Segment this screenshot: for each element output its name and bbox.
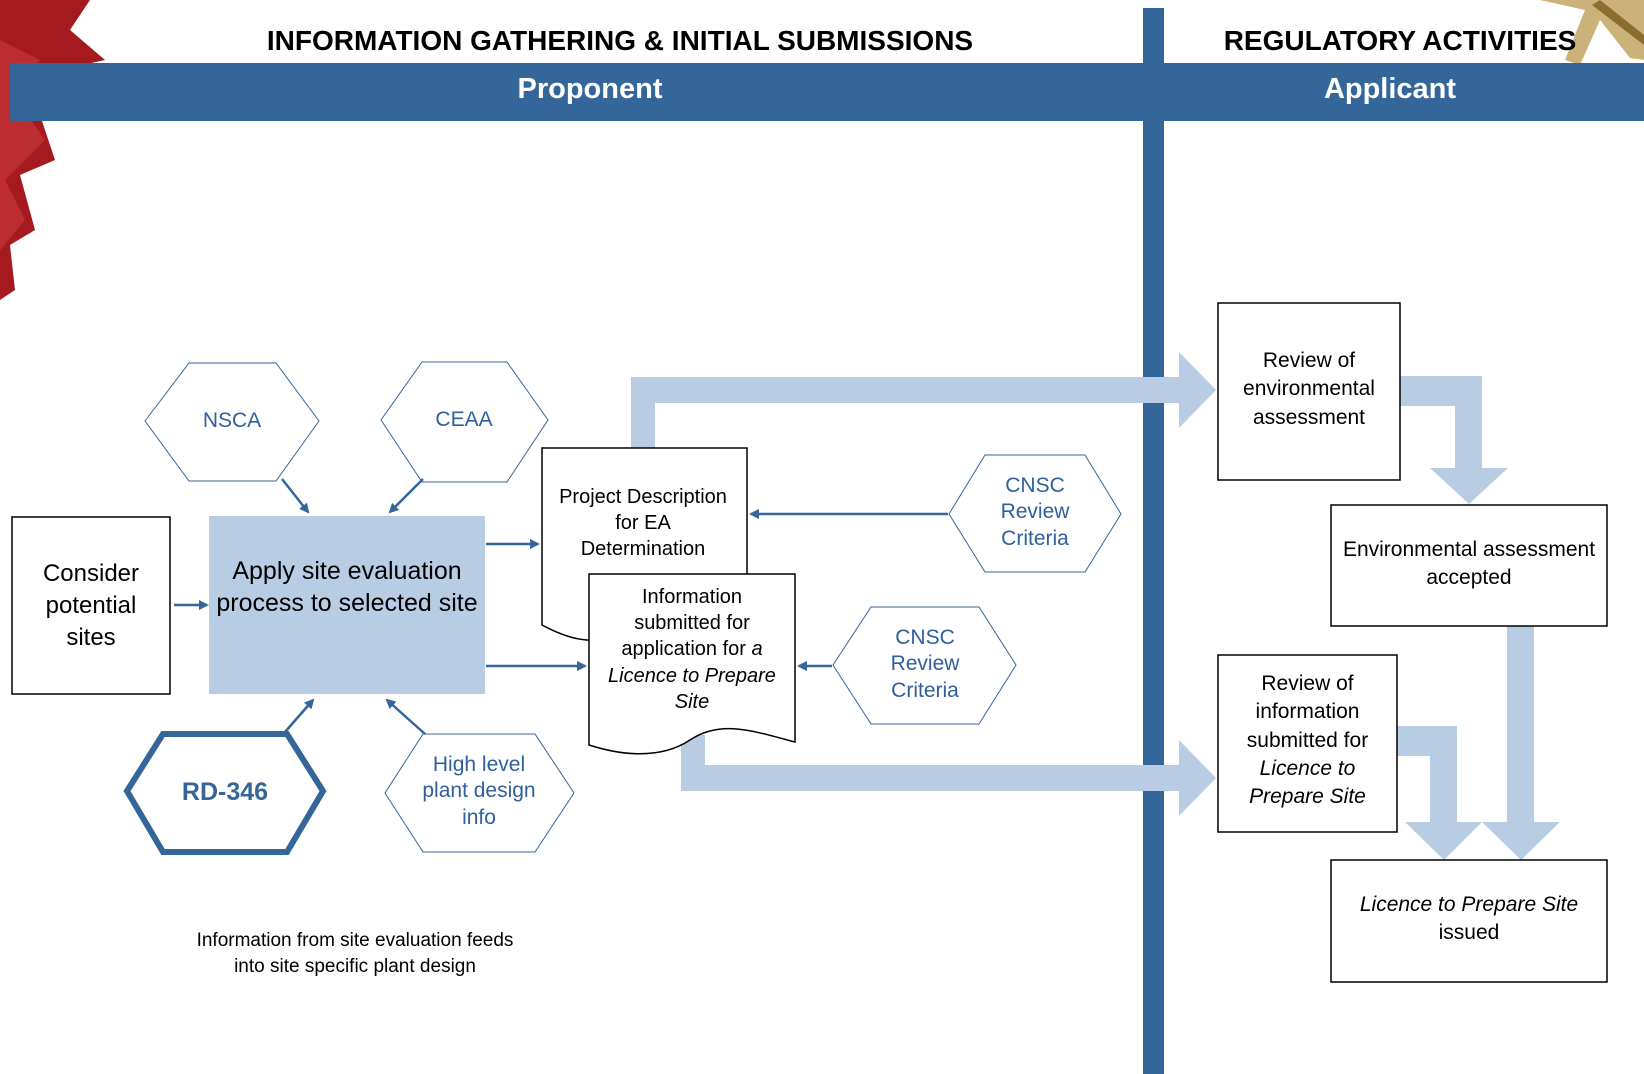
high-level-plant-hexagon [384,733,575,853]
ceaa-hexagon [380,361,549,483]
review-env-label: Review of environmental assessment [1243,349,1375,429]
role-right-label: Applicant [1323,73,1457,105]
apply-site-eval-label: Apply site evaluation process to selecte… [216,557,478,617]
consider-sites-label: Consider potential sites [42,560,140,651]
nsca-label: NSCA [202,409,262,432]
info-submitted-line1: Information submitted for application fo… [621,586,750,661]
role-left-label: Proponent [517,73,663,105]
cnsc-review-label-1: CNSC Review Criteria [1000,474,1070,550]
cnsc-review-hexagon-2 [832,606,1017,725]
flow-to-info-review [681,735,1216,816]
review-info-licence: Licence to Prepare Site [1249,757,1366,809]
ceaa-label: CEAA [435,408,493,431]
cnsc-review-hexagon-1 [948,454,1122,573]
info-submitted-document [588,573,796,755]
info-submitted-licence: Licence to Prepare Site [608,664,776,713]
env-accepted-box [1330,504,1608,627]
flow-env-review-to-accepted [1400,376,1508,504]
phase-left-title: INFORMATION GATHERING & INITIAL SUBMISSI… [266,25,974,56]
arrow-ceaa-to-apply [388,478,424,514]
info-submitted-a: a [751,638,763,661]
phase-right-title: REGULATORY ACTIVITIES [1223,25,1577,56]
review-info-box [1217,654,1398,833]
flow-to-env-review [631,352,1216,452]
licence-issued-status: issued [1438,921,1500,945]
review-info-line1: Review of information submitted for [1246,672,1369,752]
arrow-plant-to-apply [385,698,426,735]
arrow-rd346-to-apply [284,698,315,733]
phase-divider [1143,8,1164,1074]
env-accepted-label: Environmental assessment accepted [1342,538,1596,590]
review-env-box [1217,302,1401,481]
rd346-hexagon [123,731,327,855]
flow-accepted-to-licence [1482,626,1560,860]
project-description-label: Project Description for EA Determination [559,486,727,560]
apply-site-eval-box [209,516,485,694]
feed-note: Information from site evaluation feeds i… [196,930,514,978]
arrow-nsca-to-apply [281,478,310,514]
licence-issued-label: Licence to Prepare Site issued [1341,891,1597,948]
consider-sites-box [11,516,171,695]
nsca-hexagon [144,362,320,482]
review-info-label: Review of information submitted for Lice… [1226,670,1389,812]
ribbon-decoration [1540,0,1644,65]
header-band [10,63,1644,121]
info-submitted-label: Information submitted for application fo… [599,584,785,715]
cnsc-review-label-2: CNSC Review Criteria [890,626,960,702]
rd346-label: RD-346 [181,778,269,806]
high-level-plant-label: High level plant design info [422,753,536,829]
licence-issued-box [1330,859,1608,983]
flow-info-review-to-licence [1397,726,1482,860]
licence-issued-title: Licence to Prepare Site [1359,893,1579,916]
